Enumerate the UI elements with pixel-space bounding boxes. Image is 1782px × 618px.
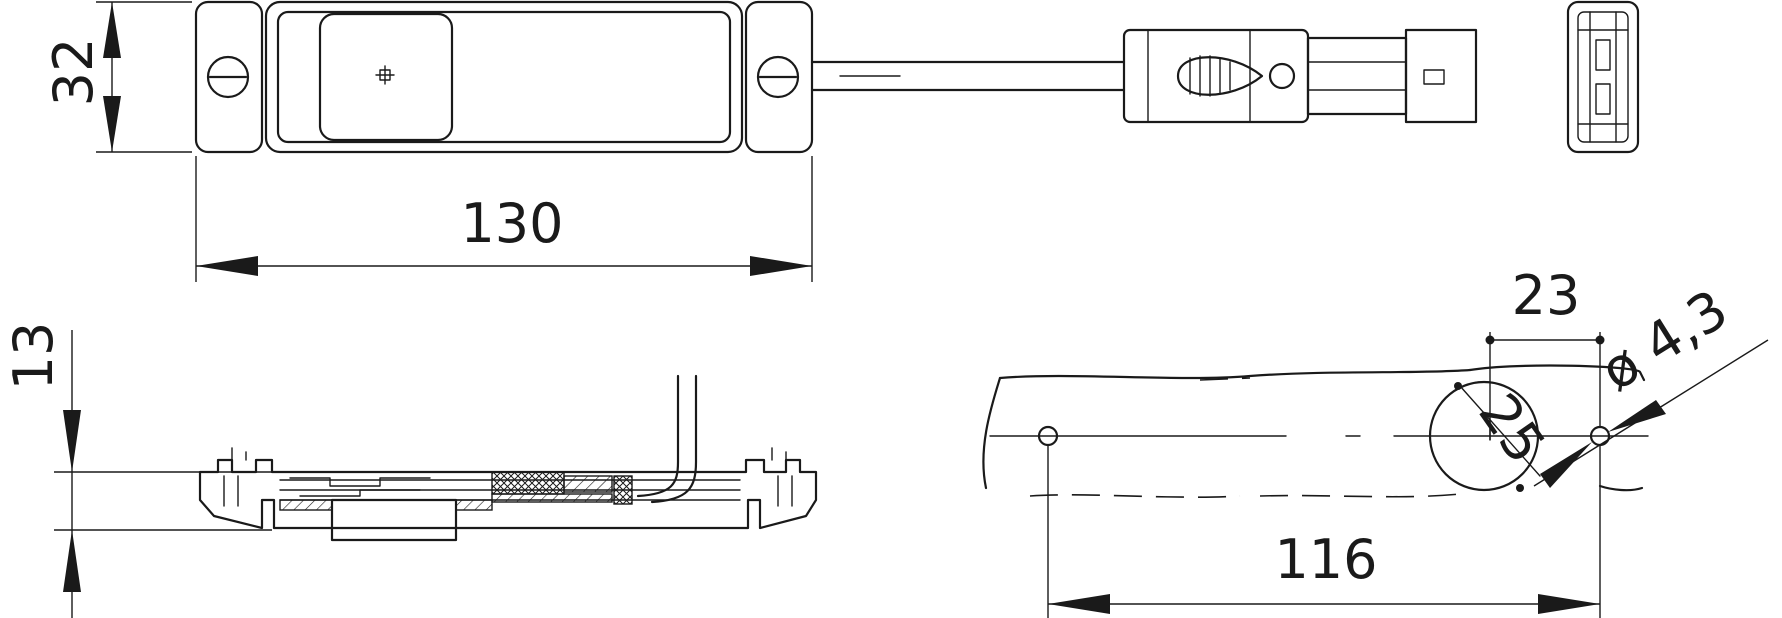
dimension-25: 25 xyxy=(1467,382,1558,474)
dimension-32-label: 32 xyxy=(42,38,105,107)
lamp-top-view xyxy=(194,0,814,154)
lamp-side-section xyxy=(198,374,818,542)
dimension-23: 23 xyxy=(1485,264,1605,440)
mounting-hole-detail xyxy=(982,364,1649,498)
dimension-25-label: 25 xyxy=(1467,382,1558,474)
dimension-13-label: 13 xyxy=(2,322,65,391)
dimension-116: 116 xyxy=(1047,446,1601,618)
dimension-23-label: 23 xyxy=(1512,264,1581,327)
dimension-130: 130 xyxy=(195,156,813,282)
cable-and-connector xyxy=(810,28,1478,124)
dimension-diameter-label: ø 4,3 xyxy=(1590,278,1739,404)
dimension-130-label: 130 xyxy=(460,192,563,255)
dimension-116-label: 116 xyxy=(1274,528,1377,591)
dimension-13: 13 xyxy=(2,322,272,618)
end-view xyxy=(1566,0,1640,154)
dimension-32: 32 xyxy=(42,1,192,153)
